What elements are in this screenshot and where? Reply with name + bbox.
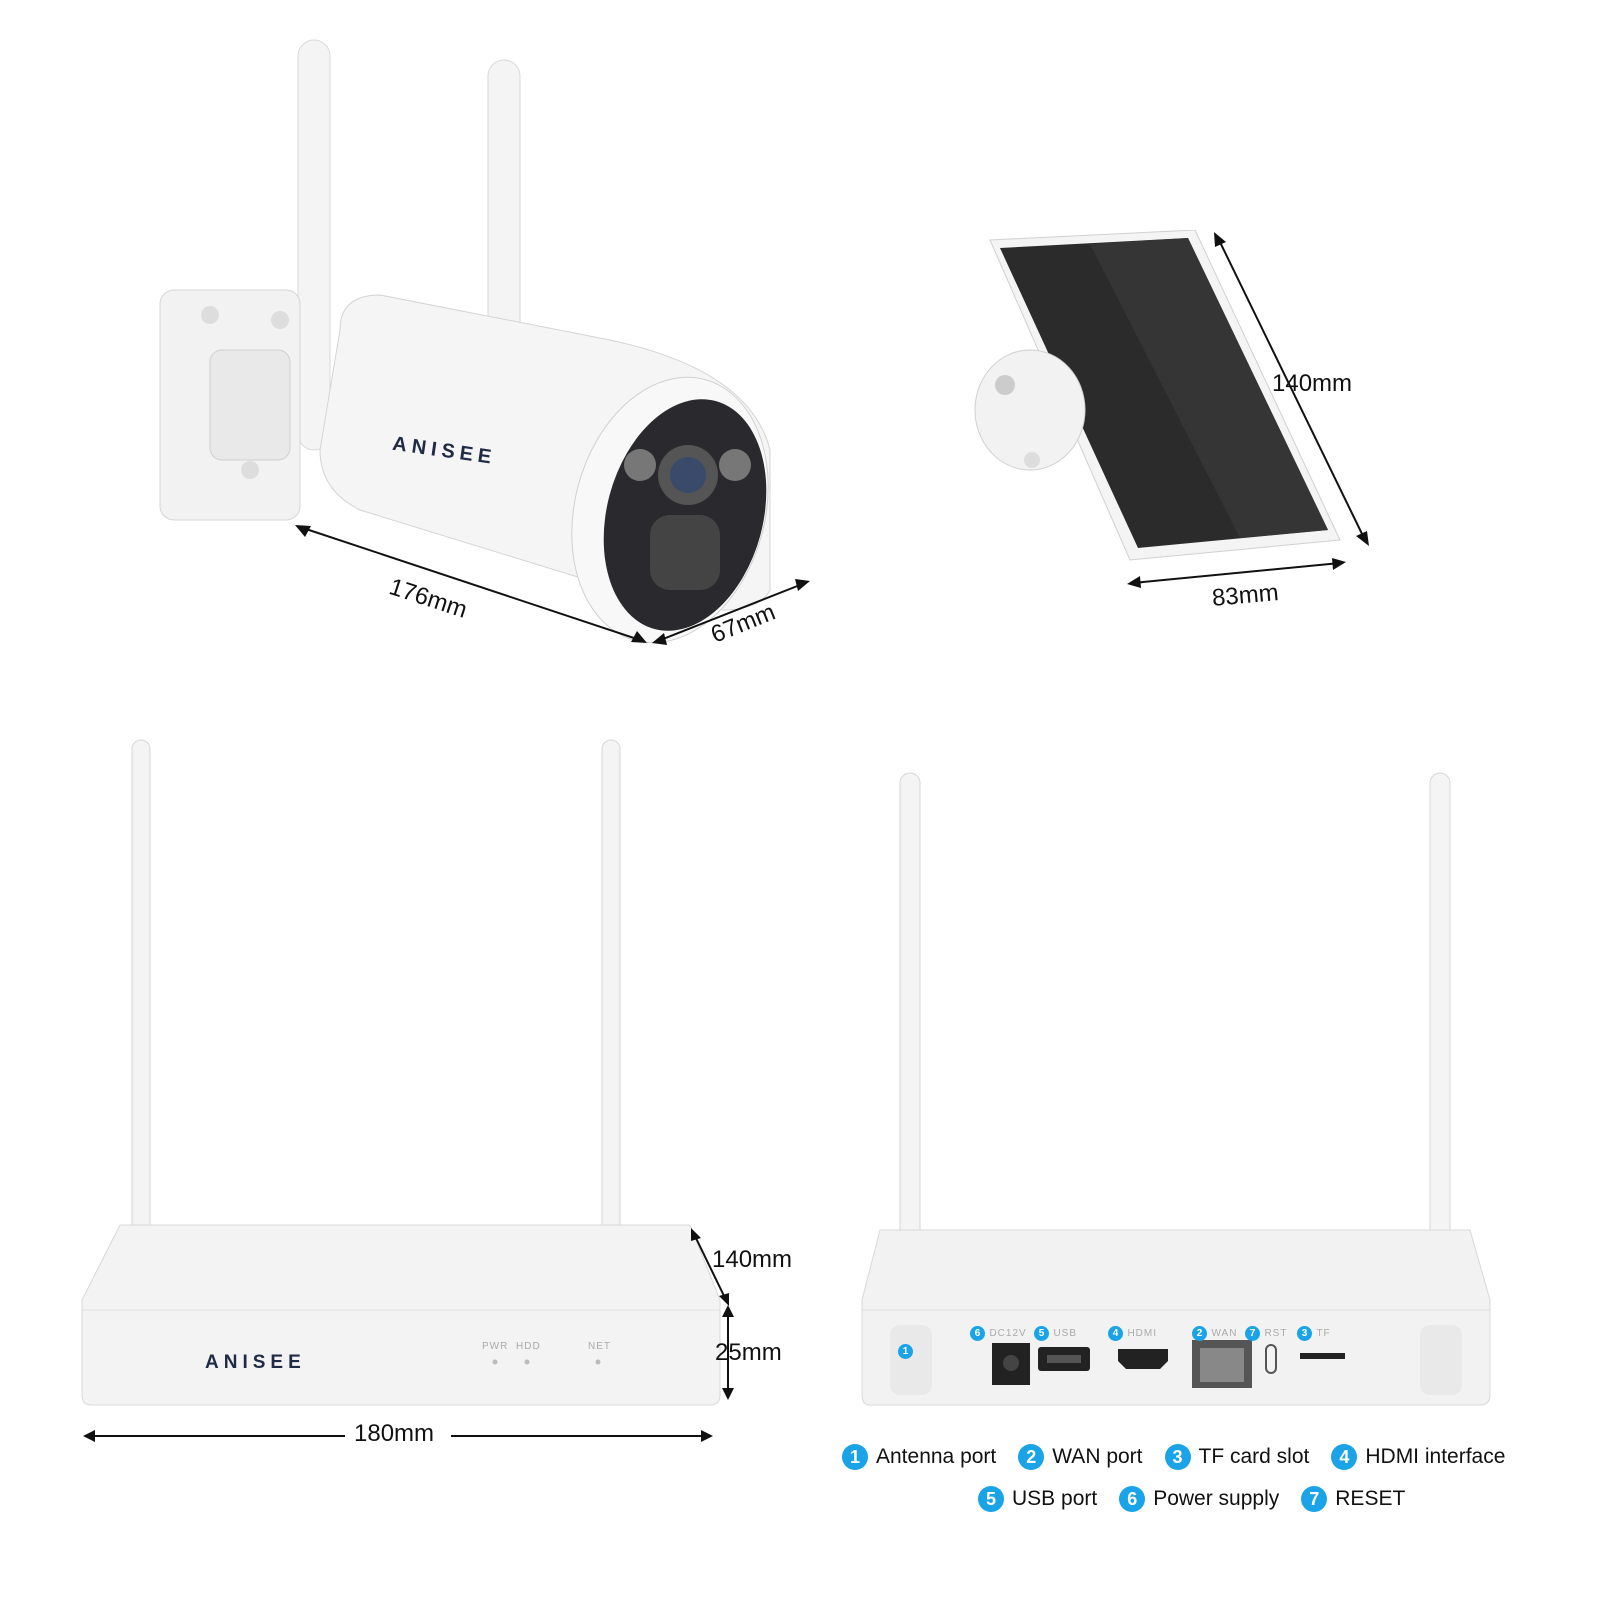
port-label-hdmi: 4 HDMI [1108,1323,1157,1341]
port-badge-7: 7 [1245,1326,1260,1341]
legend-item: 5 USB port [978,1486,1097,1512]
legend-item: 7 RESET [1301,1486,1405,1512]
legend-badge: 6 [1119,1486,1146,1512]
port-text-tf: TF [1316,1328,1331,1339]
port-badge-4: 4 [1108,1326,1123,1341]
nvr-width-label: 180mm [354,1420,435,1447]
port-label-wan: 2 WAN [1192,1323,1237,1341]
legend-label: WAN port [1052,1445,1143,1468]
legend-badge: 2 [1018,1444,1045,1470]
legend-item: 1 Antenna port [842,1444,996,1470]
legend-label: Power supply [1153,1487,1280,1510]
nvr-depth-label: 140mm [712,1246,793,1273]
legend-badge: 3 [1164,1444,1191,1470]
camera-length-arrow [295,525,647,643]
solar-height-arrow [1214,232,1369,546]
solar-width-arrow [1127,558,1346,588]
solar-panel-illustration [974,230,1341,561]
camera-width-arrow [652,579,810,645]
port-label-antenna: 1 [898,1341,913,1359]
legend-label: TF card slot [1198,1445,1310,1468]
camera-illustration [159,39,771,644]
legend-row-1: 1 Antenna port 2 WAN port 3 TF card slot… [842,1444,1505,1470]
legend-badge: 4 [1331,1444,1358,1470]
legend-badge: 7 [1301,1486,1328,1512]
nvr-height-arrow [722,1305,734,1400]
port-text-hdmi: HDMI [1127,1328,1158,1339]
legend-item: 6 Power supply [1119,1486,1279,1512]
port-badge-3: 3 [1297,1326,1312,1341]
port-text-usb: USB [1053,1328,1078,1339]
nvr-depth-arrow [691,1228,729,1306]
port-label-tf: 3 TF [1297,1323,1331,1341]
legend-label: Antenna port [876,1445,997,1468]
legend-badge: 1 [842,1444,868,1470]
legend-item: 3 TF card slot [1164,1444,1310,1470]
port-text-rst: RST [1264,1328,1288,1339]
solar-height-label: 140mm [1272,370,1353,397]
port-label-usb: 5 USB [1034,1323,1077,1341]
nvr-back-illustration [861,772,1491,1406]
nvr-width-arrow [83,1430,713,1442]
solar-width-label: 83mm [1210,579,1280,612]
nvr-front-brand-logo: ANISEE [205,1352,306,1373]
port-badge-2: 2 [1192,1326,1207,1341]
port-text-dc: DC12V [989,1328,1027,1339]
nvr-front-illustration [81,739,721,1406]
port-badge-6: 6 [970,1326,985,1341]
port-label-rst: 7 RST [1245,1323,1287,1341]
led-label-pwr: PWR [482,1341,509,1352]
legend-label: HDMI interface [1365,1445,1506,1468]
legend-row-2: 5 USB port 6 Power supply 7 RESET [978,1486,1405,1512]
port-text-wan: WAN [1211,1328,1238,1339]
legend-item: 2 WAN port [1018,1444,1143,1470]
port-badge-5: 5 [1034,1326,1049,1341]
legend-label: USB port [1012,1487,1098,1510]
legend-label: RESET [1335,1487,1406,1510]
led-label-hdd: HDD [516,1341,541,1352]
port-label-dc: 6 DC12V [970,1323,1027,1341]
nvr-height-label: 25mm [715,1339,782,1366]
legend-badge: 5 [978,1486,1004,1512]
port-badge-1: 1 [898,1344,913,1359]
legend-item: 4 HDMI interface [1331,1444,1505,1470]
led-label-net: NET [588,1341,611,1352]
